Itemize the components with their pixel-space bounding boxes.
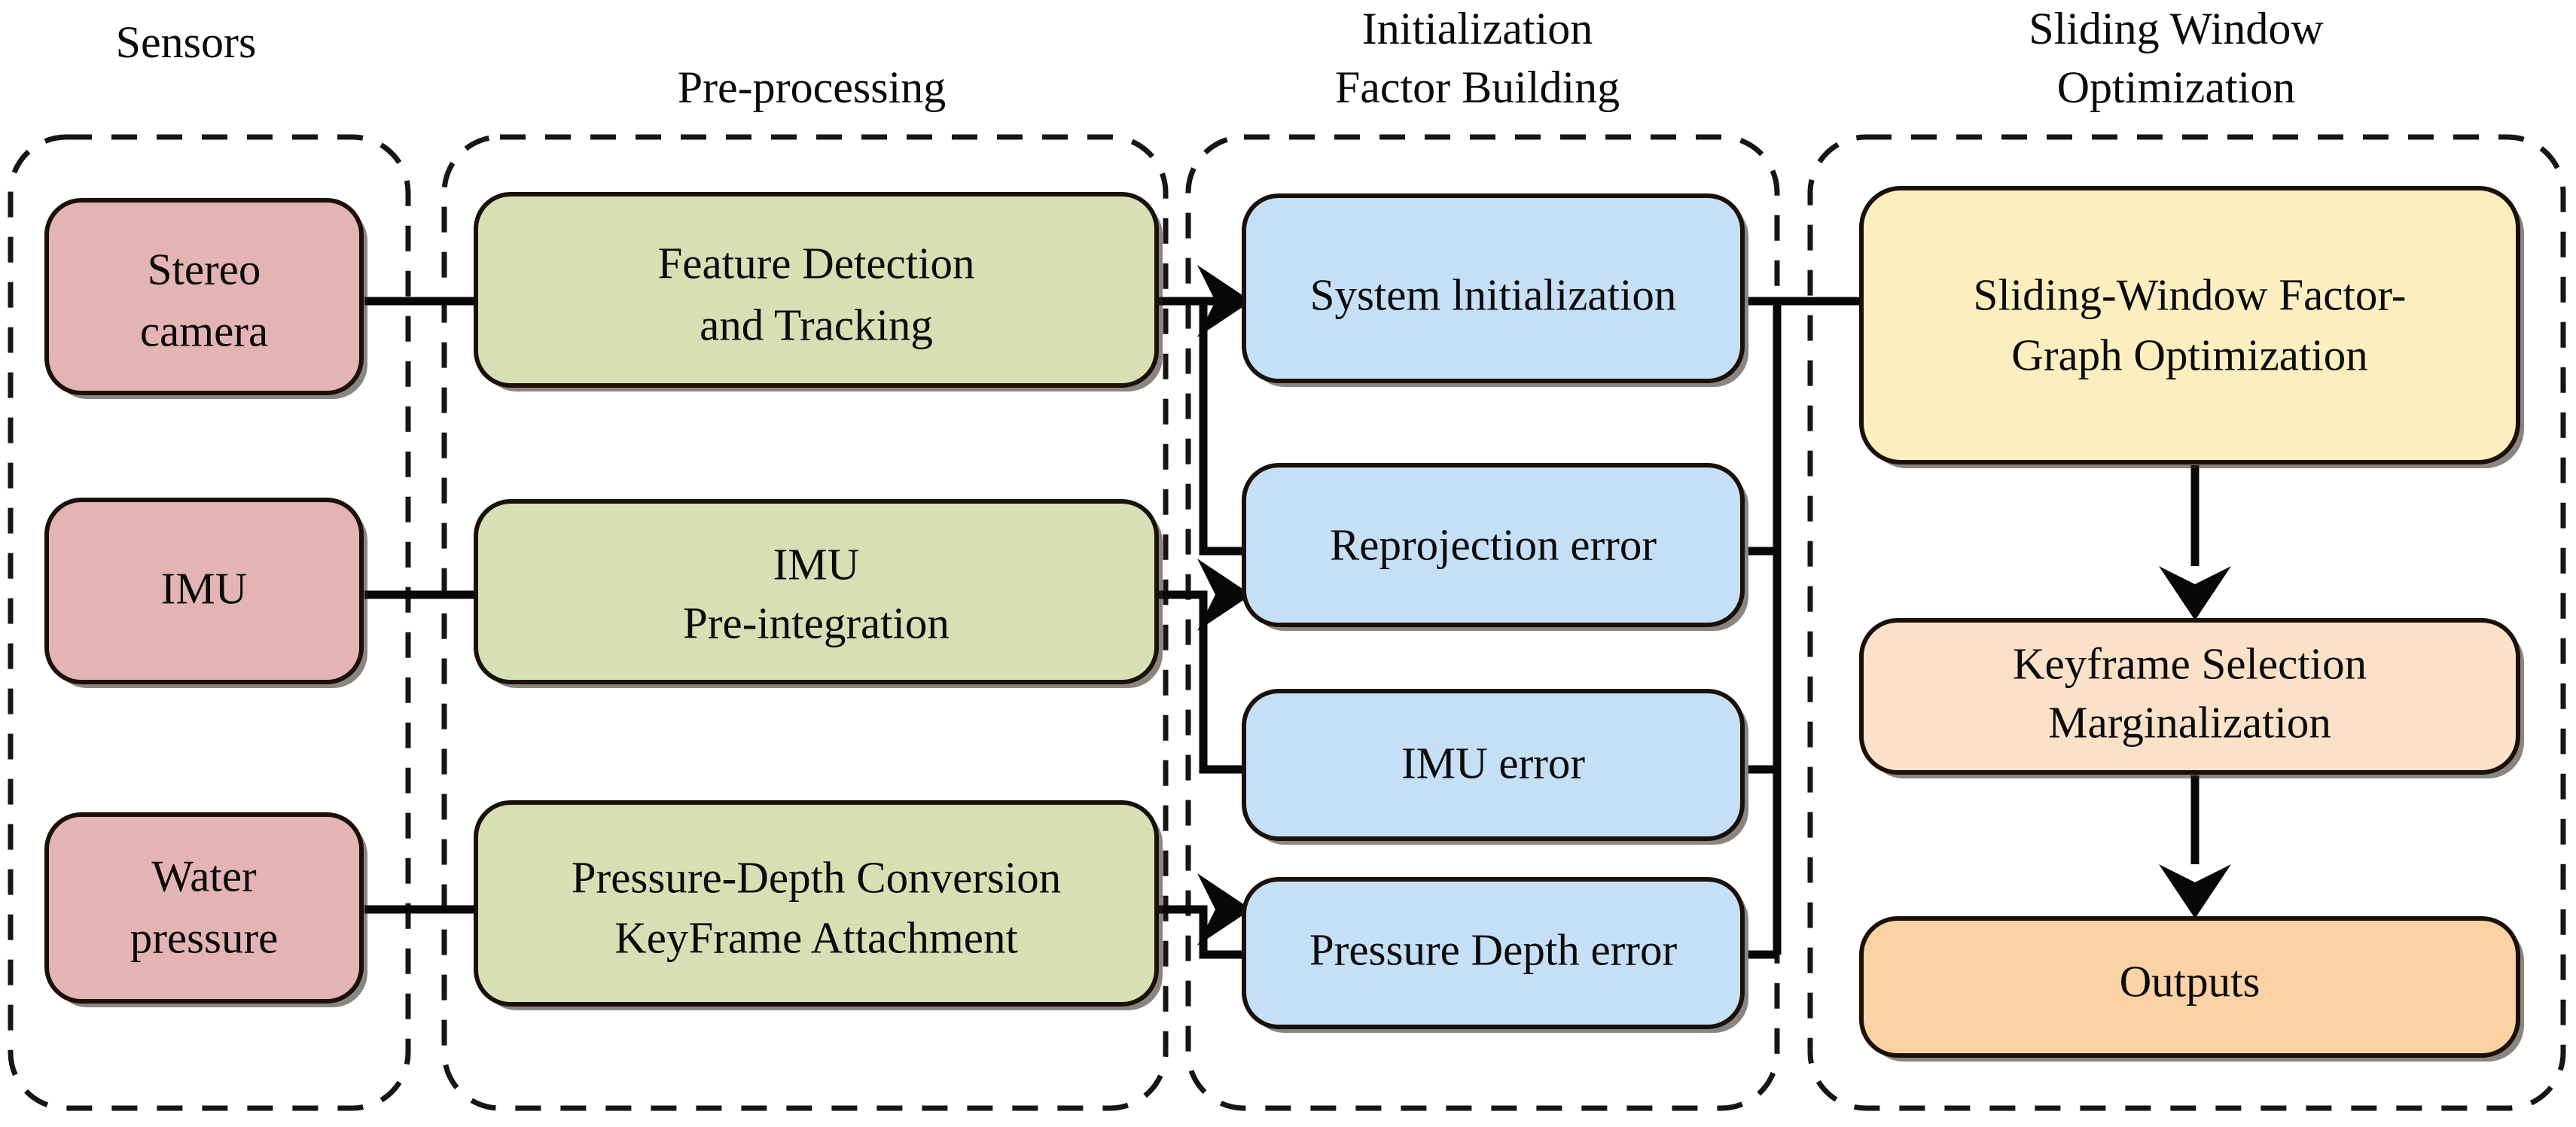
feature-detection-label-line2: and Tracking bbox=[700, 300, 933, 350]
stereo-camera-label-line2: camera bbox=[140, 306, 268, 356]
panel-preprocessing bbox=[441, 134, 1169, 1111]
imu-label: IMU bbox=[161, 564, 248, 614]
water-pressure-label-line1: Water bbox=[151, 851, 257, 901]
panel-title-sensors: Sensors bbox=[116, 17, 257, 67]
imu-preintegration-label-line2: Pre-integration bbox=[683, 599, 950, 648]
panel-title-initialization-line1: Initialization bbox=[1362, 4, 1593, 53]
imu-error-label: IMU error bbox=[1401, 739, 1585, 788]
pressure-depth-conversion-label-line2: KeyFrame Attachment bbox=[614, 913, 1018, 963]
panel-optimization bbox=[1807, 134, 2566, 1111]
panel-sensors bbox=[8, 134, 411, 1111]
reprojection-error-label: Reprojection error bbox=[1330, 520, 1657, 570]
edge-keyframe-to-outputs bbox=[2159, 775, 2231, 918]
keyframe-selection-label-line2: Marginalization bbox=[2048, 698, 2331, 748]
node-pressure-depth-conversion[interactable]: Pressure-Depth Conversion KeyFrame Attac… bbox=[474, 800, 1163, 1010]
feature-detection-label-line1: Feature Detection bbox=[657, 239, 974, 288]
sliding-window-label-line1: Sliding-Window Factor- bbox=[1974, 270, 2407, 320]
node-sliding-window-optimization[interactable]: Sliding-Window Factor- Graph Optimizatio… bbox=[1859, 186, 2524, 468]
imu-preintegration-label-line1: IMU bbox=[773, 540, 860, 589]
node-feature-detection[interactable]: Feature Detection and Tracking bbox=[474, 192, 1163, 391]
keyframe-selection-label-line1: Keyframe Selection bbox=[2013, 639, 2367, 689]
node-imu-preintegration[interactable]: IMU Pre-integration bbox=[474, 499, 1163, 688]
sliding-window-label-line2: Graph Optimization bbox=[2011, 330, 2368, 380]
node-imu[interactable]: IMU bbox=[44, 498, 367, 688]
node-system-initialization[interactable]: System lnitialization bbox=[1242, 193, 1748, 387]
outputs-label: Outputs bbox=[2120, 957, 2260, 1007]
node-imu-error[interactable]: IMU error bbox=[1242, 689, 1748, 845]
system-initialization-label: System lnitialization bbox=[1310, 270, 1677, 320]
node-keyframe-selection[interactable]: Keyframe Selection Marginalization bbox=[1859, 618, 2524, 778]
water-pressure-label-line2: pressure bbox=[130, 913, 279, 963]
node-reprojection-error[interactable]: Reprojection error bbox=[1242, 463, 1748, 631]
panel-title-preprocessing: Pre-processing bbox=[678, 62, 947, 112]
node-pressure-depth-error[interactable]: Pressure Depth error bbox=[1242, 877, 1748, 1033]
pressure-depth-error-label: Pressure Depth error bbox=[1309, 925, 1678, 975]
panel-title-optimization-line2: Optimization bbox=[2057, 62, 2296, 112]
stereo-camera-label-line1: Stereo bbox=[148, 245, 261, 294]
edge-optimizer-to-keyframe bbox=[2159, 465, 2231, 620]
pressure-depth-conversion-label-line1: Pressure-Depth Conversion bbox=[572, 853, 1062, 903]
panel-title-initialization-line2: Factor Building bbox=[1335, 62, 1620, 112]
node-water-pressure[interactable]: Water pressure bbox=[44, 812, 367, 1007]
panel-title-optimization-line1: Sliding Window bbox=[2029, 4, 2324, 53]
node-stereo-camera[interactable]: Stereo camera bbox=[44, 198, 367, 399]
node-outputs[interactable]: Outputs bbox=[1859, 916, 2524, 1062]
